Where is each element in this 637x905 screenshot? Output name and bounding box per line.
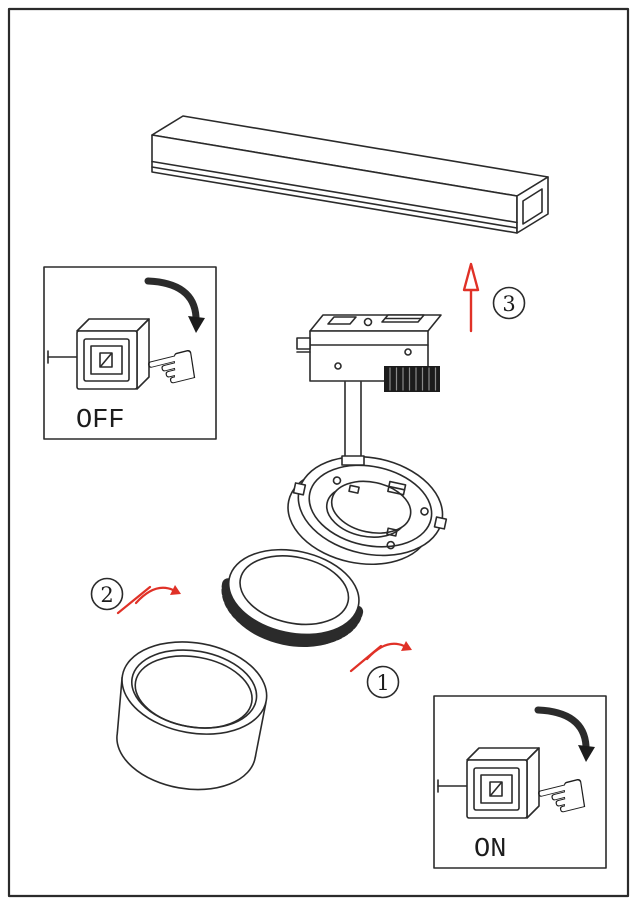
step-2-number: 2 — [100, 583, 113, 607]
shade-inner-wall — [134, 655, 253, 729]
diagram: 3 — [7, 7, 630, 898]
holder-side-tab — [292, 482, 307, 496]
adapter-ribbed-block — [384, 366, 440, 392]
step-1-rotate-arrow — [349, 641, 412, 673]
holder-screw — [420, 507, 429, 516]
rail-groove-line — [151, 160, 518, 224]
arrowhead — [170, 585, 181, 595]
lamp-holder-ring — [287, 455, 448, 566]
adapter-lock-lever — [296, 337, 311, 350]
step-2-badge: 2 — [90, 577, 124, 611]
step-3-number: 3 — [502, 292, 515, 316]
shade-ring — [116, 641, 268, 791]
lamp-bottom-rim — [225, 589, 357, 647]
arrow-arc — [365, 642, 406, 661]
step-3-arrow-up-icon — [462, 262, 480, 333]
arrow-tail — [116, 585, 152, 615]
holder-screw — [386, 540, 396, 550]
arrowhead — [401, 641, 412, 651]
holder-notch — [386, 527, 398, 537]
shade-left-edge — [116, 676, 123, 735]
lamp-face-inner-ring — [239, 555, 350, 626]
switch-off-label: OFF — [76, 406, 125, 436]
adapter-contact-plate — [327, 316, 357, 325]
gx53-lamp — [221, 548, 364, 647]
switch-on-inset: ON — [433, 695, 607, 869]
step-1-number: 1 — [376, 671, 389, 695]
step-3-badge: 3 — [492, 286, 526, 320]
adapter-top-screw — [363, 317, 373, 327]
arrowhead — [462, 262, 480, 292]
badge-circle — [492, 286, 526, 320]
switch-on-label: ON — [474, 835, 506, 865]
arrow-arc — [134, 586, 175, 605]
lamp-knurled-band — [221, 578, 364, 647]
holder-hole — [330, 480, 412, 534]
step-2-rotate-arrow — [116, 585, 181, 615]
shade-top-rim — [121, 641, 268, 735]
holder-notch — [348, 484, 360, 494]
holder-side-tab — [433, 516, 448, 530]
stem-collar — [341, 455, 365, 466]
rail-groove-line-2 — [151, 166, 518, 229]
holder-inner-rim — [308, 464, 433, 548]
adapter-screw — [334, 362, 342, 370]
shade-right-edge — [254, 701, 267, 759]
switch-off-inset: OFF — [43, 266, 217, 440]
adapter-ribs — [389, 367, 437, 391]
rail-channel-opening — [522, 188, 543, 225]
adapter-screw — [404, 348, 412, 356]
holder-screw — [332, 476, 342, 485]
badge-circle — [366, 665, 400, 699]
track-adapter — [296, 314, 442, 466]
page-border — [7, 7, 630, 898]
track-rail — [151, 115, 549, 234]
step-1-badge: 1 — [366, 665, 400, 699]
holder-terminal-line — [388, 485, 406, 491]
badge-circle — [90, 577, 124, 611]
